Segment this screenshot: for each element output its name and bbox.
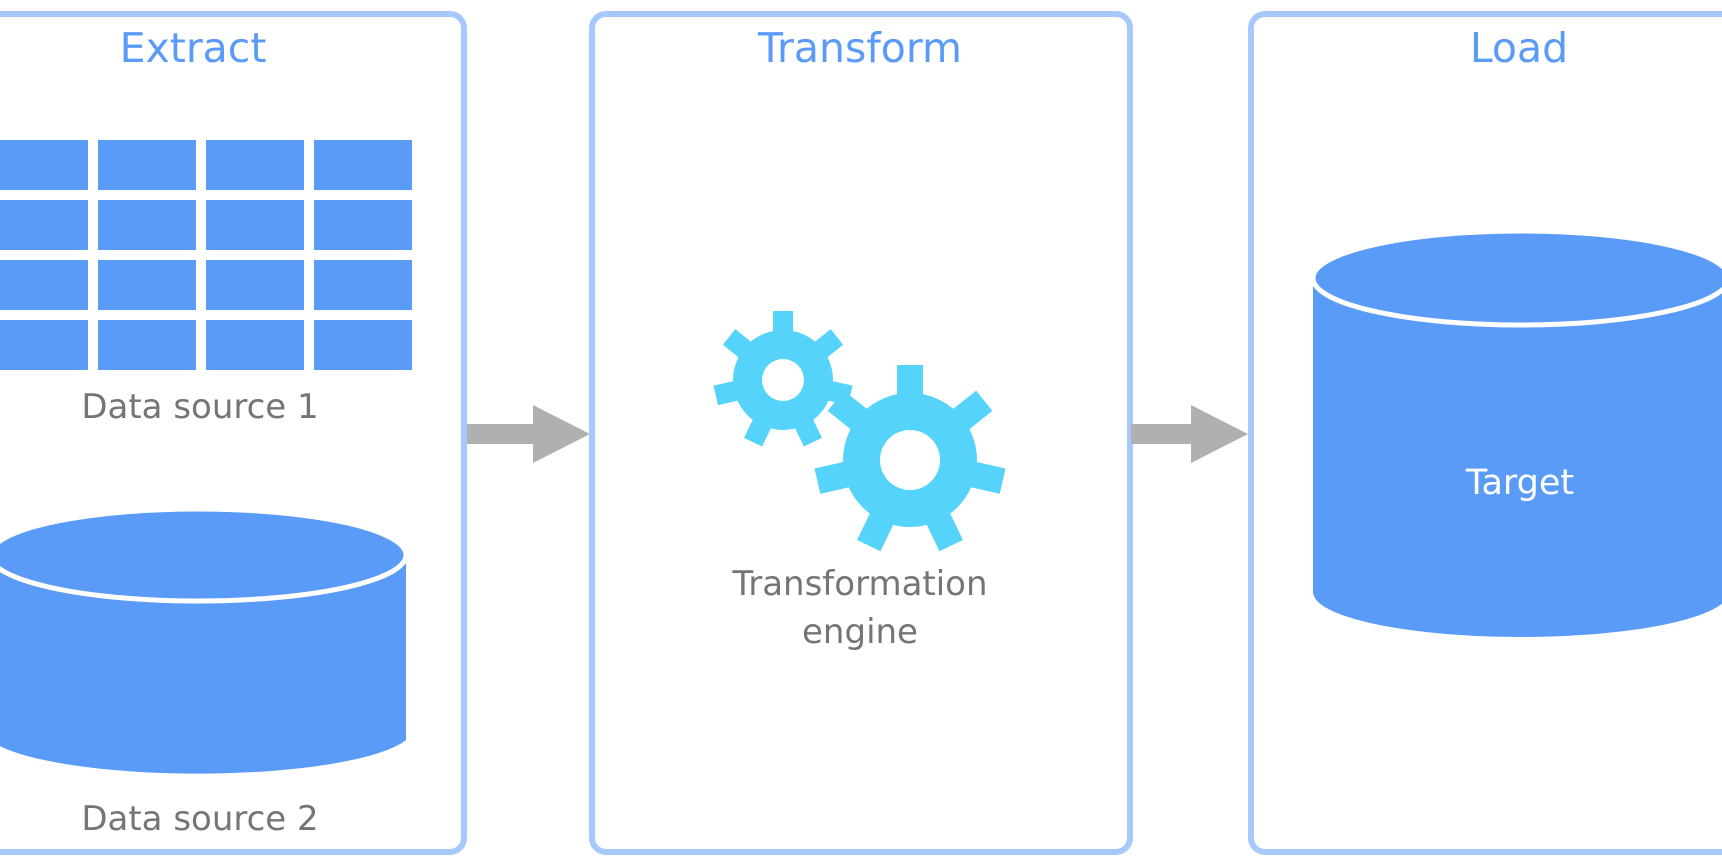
right-arrow-icon <box>1131 405 1248 463</box>
target-label: Target <box>1465 463 1574 503</box>
extract-title: Extract <box>120 24 267 72</box>
right-arrow-icon <box>467 405 590 463</box>
small-gear-icon <box>713 311 853 447</box>
gears-icon <box>713 311 1006 552</box>
load-title: Load <box>1470 24 1568 72</box>
large-gear-icon <box>814 365 1006 552</box>
data-source-2-label: Data source 2 <box>81 799 318 839</box>
transform-panel: Transform <box>589 11 1133 855</box>
transform-title: Transform <box>757 24 962 72</box>
extract-panel: Extract <box>0 11 467 855</box>
transformation-engine-label-line2: engine <box>802 612 918 652</box>
database-cylinder-icon <box>1310 228 1722 637</box>
load-panel: Load Target <box>1248 11 1722 855</box>
table-grid-icon <box>0 140 412 370</box>
data-source-1-label: Data source 1 <box>81 387 318 427</box>
transformation-engine-label-line1: Transformation <box>731 564 987 604</box>
database-cylinder-icon <box>0 506 409 774</box>
